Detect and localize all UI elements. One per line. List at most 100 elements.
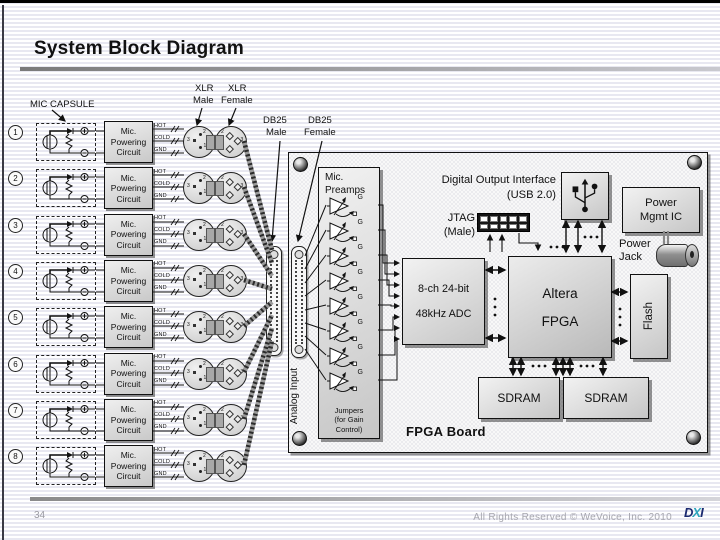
mic-powering-circuit-box: Mic. Powering Circuit [104,121,153,163]
xlr-latch [206,459,215,475]
gain-label: G [357,319,363,326]
page-number: 34 [34,510,46,521]
top-border-bar [0,0,720,3]
screw-icon [292,431,307,446]
mic-channel-row: 8 Mic. [0,444,250,490]
gain-label: G [357,219,363,226]
page-title: System Block Diagram [34,38,244,59]
db25-female-label-1: DB25 [308,115,332,126]
mic-capsule-label: MIC CAPSULE [30,99,95,110]
amplifier-icon [327,297,357,317]
wire-label-cold: COLD [154,412,171,419]
jumpers-label: Jumpers (for Gain Control) [334,405,364,434]
xlr-latch [215,227,224,243]
mic-capsule-schematic [36,169,96,208]
screw-icon [687,155,702,170]
capsule-circuit-icon [42,312,95,343]
preamp-channel: G [327,369,365,393]
mic-capsule-schematic [36,261,96,300]
mic-powering-circuit-box: Mic. Powering Circuit [104,398,153,441]
mic-channel-row: 7 Mic. [0,398,250,444]
row-wiring [96,449,184,481]
flash-box: Flash [630,274,668,359]
row-wiring [96,218,184,249]
mic-capsule-schematic [36,215,96,254]
wire-label-gnd: GND [154,470,167,477]
xlr-latch [206,227,215,243]
sdram-right-box: SDRAM [563,377,649,419]
xlr-latch [206,273,215,289]
wire-label-hot: HOT [154,354,167,360]
xlr-latch [206,320,215,336]
gain-label: G [357,294,363,301]
capsule-circuit-icon [42,451,95,482]
barrel-slot [690,251,694,258]
wire-label-hot: HOT [154,400,167,407]
amplifier-icon [327,372,357,392]
xlr-latch [215,320,224,336]
row-wiring [96,357,184,388]
screw-hole-icon [294,345,304,354]
channel-number: 1 [8,125,23,140]
preamp-channel: G [327,219,365,243]
xlr-male-label-2: Male [193,95,214,106]
amplifier-icon [327,222,357,242]
xlr-latch [206,181,215,197]
capsule-circuit-icon [42,219,95,250]
xlr-latch [215,273,224,289]
preamp-channels: G G G [319,168,379,438]
preamp-channel: G [327,244,365,268]
amplifier-icon [327,322,357,342]
amplifier-icon [327,197,357,217]
mic-powering-circuit-box: Mic. Powering Circuit [104,352,153,395]
wire-label-cold: COLD [154,273,171,280]
wire-label-gnd: GND [154,192,167,199]
preamp-channel: G [327,194,365,218]
gain-label: G [357,369,363,376]
xlr-female-connector: 2 3 1 [215,311,247,344]
db25-female-connector [291,246,307,358]
wire-label-hot: HOT [154,307,167,314]
db25-male-label-2: Male [266,127,287,138]
channel-number: 5 [8,310,23,326]
mic-channel-row: 3 Mic. [0,213,250,259]
footer-rule [30,497,720,501]
xlr-male-connector: 2 3 1 [183,311,215,344]
screw-hole-icon [294,250,304,259]
xlr-latch [215,181,224,197]
mic-capsule-schematic [36,447,96,486]
wire-label-cold: COLD [154,180,171,187]
xlr-latch [206,135,215,150]
channel-number: 8 [8,449,23,465]
capsule-circuit-icon [42,265,95,296]
amplifier-icon [327,347,357,367]
db25-female-label-2: Female [304,127,336,138]
mic-powering-circuit-box: Mic. Powering Circuit [104,306,153,349]
amplifier-icon [327,247,357,267]
xlr-latch [206,412,215,428]
channel-number: 7 [8,402,23,418]
wire-label-gnd: GND [154,378,167,384]
mic-powering-circuit-box: Mic. Powering Circuit [104,259,153,302]
wire-label-hot: HOT [154,215,167,222]
row-wiring [96,264,184,296]
jtag-label: JTAG(Male) [443,212,475,238]
fpga-board-label: FPGA Board [406,424,486,439]
preamp-channel: G [327,319,365,343]
power-jack-barrel [656,244,700,267]
channel-number: 6 [8,356,23,372]
screw-icon [686,430,701,445]
wire-label-cold: COLD [154,458,171,465]
wire-label-hot: HOT [154,168,167,175]
preamp-channel: G [327,269,365,293]
wire-label-gnd: GND [154,331,167,338]
wire-label-gnd: GND [154,239,167,246]
row-wiring [96,172,184,203]
channel-number: 3 [8,217,23,233]
capsule-circuit-icon [42,358,95,389]
wire-label-hot: HOT [154,446,167,453]
